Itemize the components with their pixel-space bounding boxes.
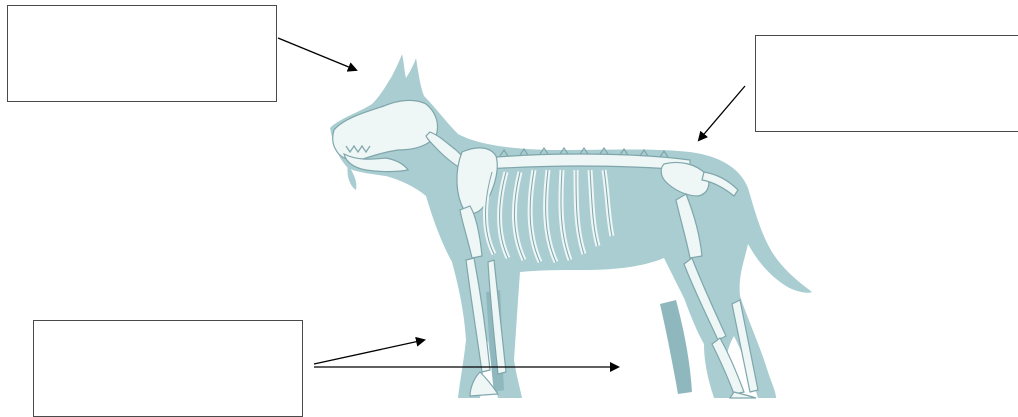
arrow-top-left-to-head <box>278 38 356 70</box>
hindpaw <box>730 392 756 398</box>
label-box-top-left[interactable] <box>7 5 277 102</box>
arrow-bottom-left-to-foreleg <box>314 340 424 364</box>
label-box-top-right[interactable] <box>755 35 1018 132</box>
label-box-bottom-left[interactable] <box>33 320 303 417</box>
arrow-top-right-to-back <box>699 86 745 140</box>
